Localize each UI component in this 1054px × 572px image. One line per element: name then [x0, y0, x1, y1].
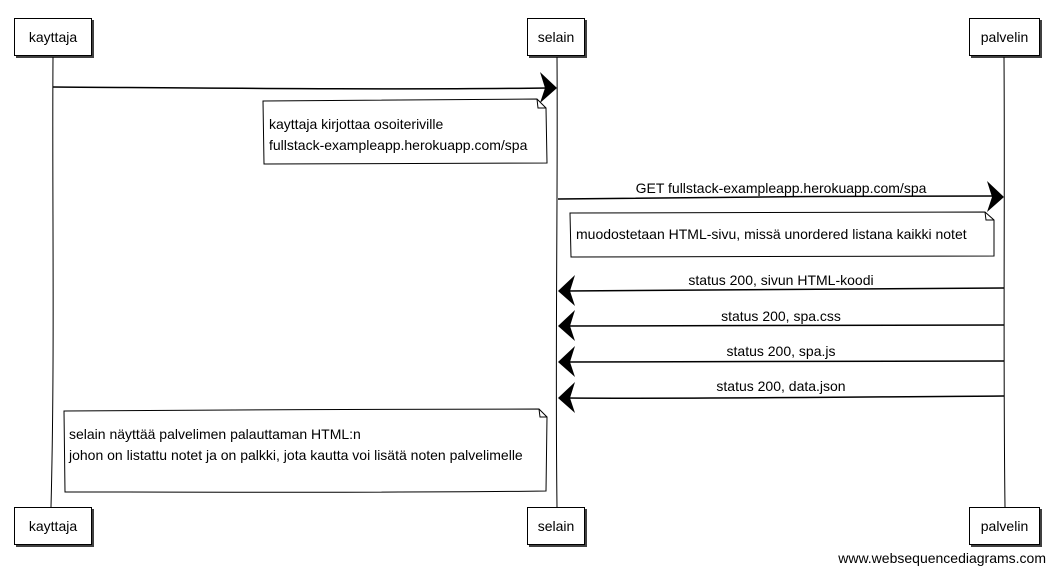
participant-server-bottom: palvelin — [969, 507, 1040, 545]
note-browser-shows: selain näyttää palvelimen palauttaman HT… — [63, 421, 547, 466]
note-server-builds-line1: muodostetaan HTML-sivu, missä unordered … — [576, 226, 967, 242]
lifeline-server — [1003, 56, 1006, 508]
participant-user-label: kayttaja — [28, 29, 78, 45]
message-label-resp-js: status 200, spa.js — [726, 343, 836, 359]
message-label-resp-json: status 200, data.json — [716, 378, 846, 394]
participant-browser-top: selain — [527, 18, 585, 56]
arrowhead-resp-css — [558, 310, 575, 341]
message-line-user-to-browser — [52, 86, 549, 90]
note-browser-shows-line1: selain näyttää palvelimen palauttaman HT… — [69, 426, 361, 442]
note-browser-shows-shape — [63, 408, 548, 493]
participant-browser-bottom: selain — [527, 507, 585, 545]
participant-user-label: kayttaja — [28, 518, 78, 534]
participant-browser-label: selain — [537, 518, 575, 534]
arrowhead-user-to-browser — [540, 72, 557, 103]
lifeline-user — [50, 56, 54, 508]
participant-server-label: palvelin — [980, 29, 1029, 45]
message-label-resp-css: status 200, spa.css — [721, 308, 841, 324]
note-user-types-line2: fullstack-exampleapp.herokuapp.com/spa — [269, 137, 528, 153]
message-label-get-spa: GET fullstack-exampleapp.herokuapp.com/s… — [635, 180, 927, 196]
note-browser-shows-line2: johon on listattu notet ja on palkki, jo… — [69, 447, 523, 463]
message-line-resp-css — [565, 324, 1005, 327]
arrowhead-resp-html — [558, 275, 575, 306]
message-line-resp-html — [565, 287, 1005, 292]
message-line-resp-js — [565, 360, 1005, 363]
message-line-resp-json — [565, 395, 1005, 400]
participant-browser-label: selain — [537, 29, 575, 45]
arrowhead-resp-json — [558, 382, 575, 413]
arrowhead-resp-js — [558, 346, 575, 377]
message-label-resp-html: status 200, sivun HTML-koodi — [688, 272, 874, 288]
message-line-get-spa — [557, 195, 995, 200]
participant-user-bottom: kayttaja — [14, 507, 92, 545]
participant-user-top: kayttaja — [14, 18, 92, 56]
note-server-builds: muodostetaan HTML-sivu, missä unordered … — [570, 221, 994, 245]
arrowhead-get-spa — [987, 181, 1004, 212]
note-server-builds-shape — [569, 211, 995, 258]
participant-server-label: palvelin — [980, 518, 1029, 534]
note-user-types-shape — [262, 98, 548, 165]
lifeline-browser — [555, 56, 558, 508]
credit-link[interactable]: www.websequencediagrams.com — [838, 550, 1046, 566]
note-user-types: kayttaja kirjottaa osoiteriville fullsta… — [263, 111, 547, 156]
note-user-types-line1: kayttaja kirjottaa osoiteriville — [269, 116, 444, 132]
participant-server-top: palvelin — [969, 18, 1040, 56]
